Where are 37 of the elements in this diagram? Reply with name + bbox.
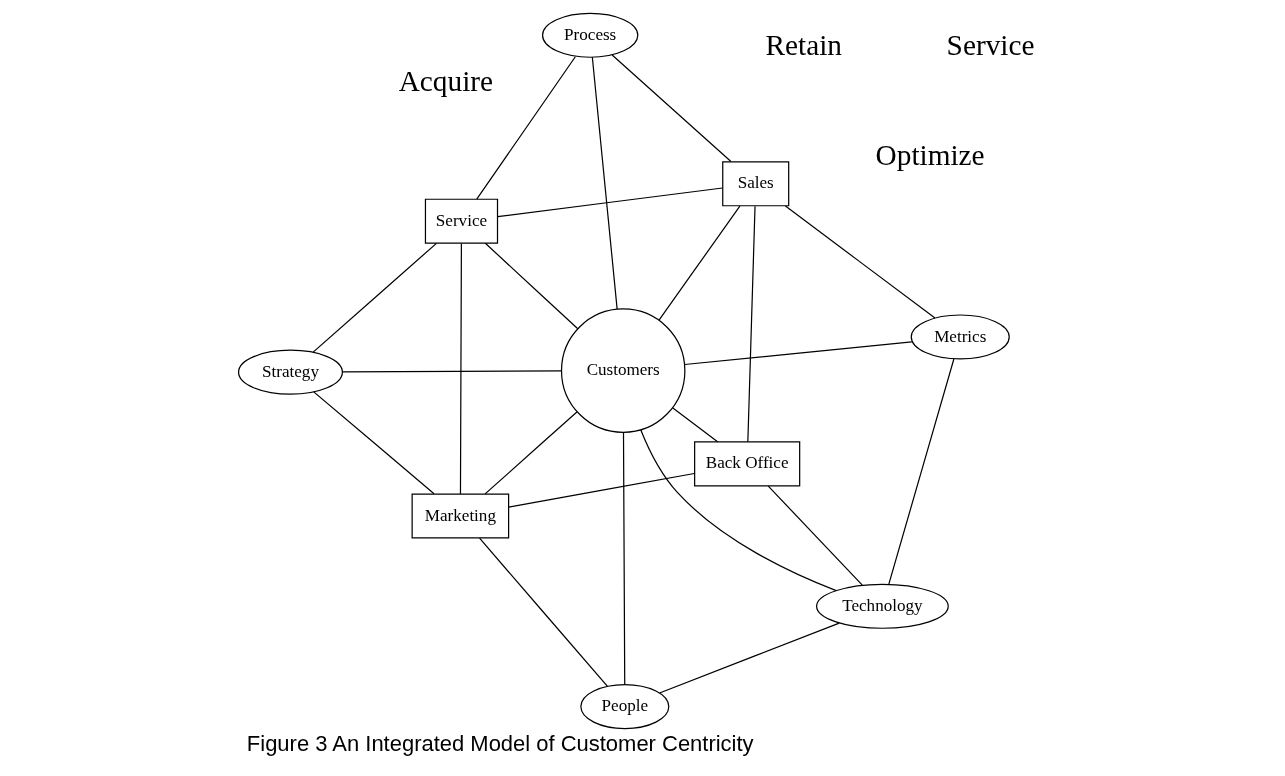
connector bbox=[658, 622, 840, 694]
node-ellipse: Process bbox=[541, 12, 639, 58]
caption: Figure 3 An Integrated Model of Customer Centricity bbox=[246, 731, 754, 756]
label: Optimize bbox=[875, 138, 985, 171]
node-box: Marketing bbox=[411, 493, 510, 539]
connector bbox=[658, 205, 741, 321]
connector bbox=[476, 56, 576, 200]
connector bbox=[478, 537, 608, 687]
connector bbox=[496, 187, 724, 218]
label: Service bbox=[946, 28, 1035, 61]
connector bbox=[312, 242, 438, 353]
node-box: Service bbox=[424, 198, 499, 244]
connector bbox=[591, 56, 618, 310]
connector bbox=[484, 411, 578, 495]
node-ellipse: Technology bbox=[816, 583, 949, 629]
node-circle: Customers bbox=[560, 308, 686, 433]
node-box: Sales bbox=[722, 161, 790, 207]
connector bbox=[888, 358, 955, 585]
connector bbox=[611, 54, 732, 163]
label: Acquire bbox=[398, 65, 494, 98]
connector bbox=[508, 472, 695, 508]
connector bbox=[459, 242, 462, 495]
connector bbox=[684, 341, 913, 366]
connector bbox=[313, 391, 435, 495]
node-ellipse: Metrics bbox=[910, 314, 1010, 360]
node-ellipse: People bbox=[580, 683, 670, 730]
connector bbox=[671, 407, 719, 443]
connector bbox=[640, 429, 837, 592]
connector bbox=[747, 205, 756, 443]
node-box: Back Office bbox=[694, 441, 801, 487]
connector bbox=[622, 432, 626, 686]
connector bbox=[484, 242, 579, 330]
connector bbox=[341, 370, 562, 373]
label: Retain bbox=[765, 28, 842, 61]
node-ellipse: Strategy bbox=[238, 349, 343, 395]
connector bbox=[784, 205, 936, 319]
connector bbox=[767, 485, 863, 586]
